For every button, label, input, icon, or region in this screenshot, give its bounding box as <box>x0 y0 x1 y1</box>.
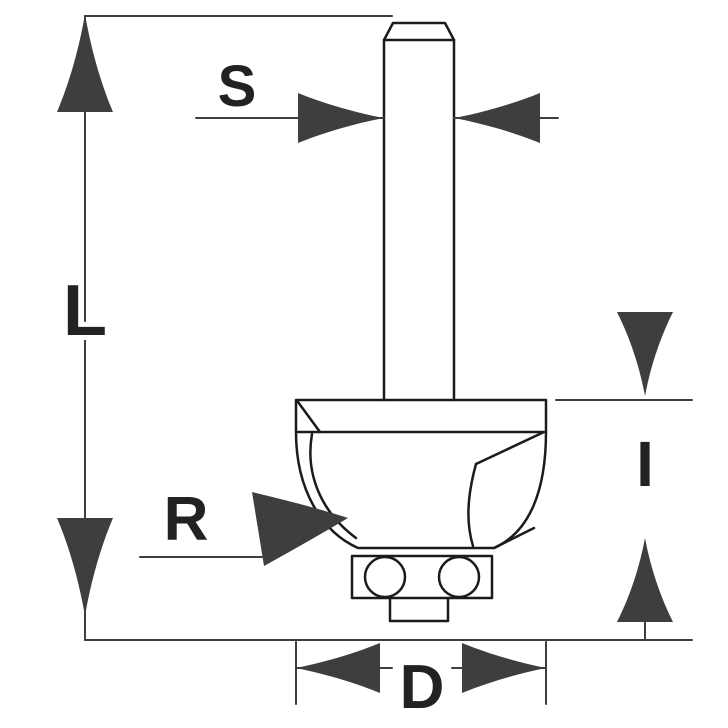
cut-arrow-up <box>617 538 673 622</box>
cutter-left-notch <box>296 400 322 434</box>
cutter-right-face <box>474 430 546 466</box>
shank-arrow-left <box>454 93 540 143</box>
bearing-ball-left <box>363 555 407 599</box>
dimension-arrows <box>57 14 673 693</box>
cutter-right-flute <box>467 462 478 548</box>
bearing-stub-outline <box>388 596 450 623</box>
length-arrow-up <box>57 14 113 112</box>
bearing-ball-right <box>437 555 481 599</box>
shank-arrow-right <box>298 93 384 143</box>
shank-outline <box>382 21 456 402</box>
bit-outline <box>294 21 548 623</box>
label-overall-length: L <box>63 271 107 351</box>
label-shank-diameter: S <box>218 54 257 119</box>
label-diameter: D <box>400 653 445 722</box>
radius-arrow <box>252 492 348 566</box>
length-arrow-down <box>57 518 113 616</box>
dimension-lines <box>84 15 693 705</box>
label-cutting-height: I <box>636 428 654 500</box>
cut-arrow-down <box>617 312 673 396</box>
cutter-bottom-right-edge <box>492 526 536 550</box>
cutter-left-flute <box>309 432 358 540</box>
diameter-arrow-right <box>462 643 546 693</box>
label-radius: R <box>164 485 209 554</box>
bearing-outline <box>350 554 494 600</box>
cutter-body-outline <box>294 398 548 550</box>
diameter-arrow-left <box>296 643 380 693</box>
